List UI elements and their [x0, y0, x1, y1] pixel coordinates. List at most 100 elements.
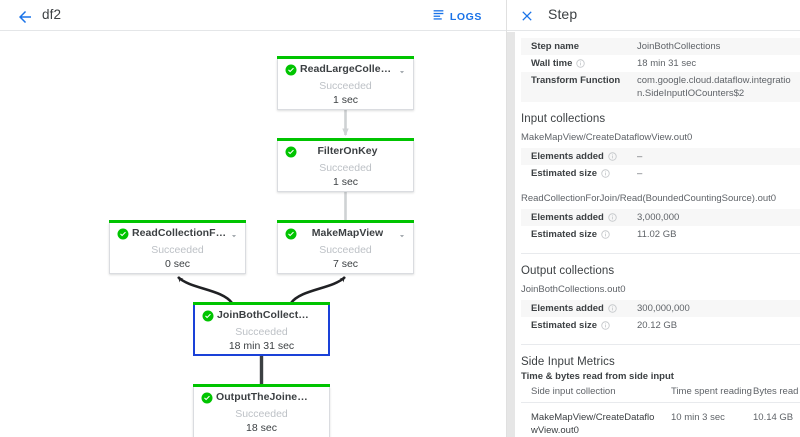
node-status-bar — [193, 384, 330, 387]
panel-scrollbar[interactable] — [507, 32, 515, 437]
table-row: MakeMapView/CreateDataflowView.out0 10 m… — [521, 403, 800, 437]
node-status-text: Succeeded — [235, 408, 288, 420]
side-input-metrics-subtitle: Time & bytes read from side input — [521, 371, 674, 382]
node-label: ReadLargeCollectionFr… — [300, 63, 395, 75]
collection-name: ReadCollectionForJoin/Read(BoundedCounti… — [521, 193, 777, 204]
row-key-label: Step name — [531, 41, 580, 52]
spacer — [521, 182, 800, 192]
logs-button[interactable]: LOGS — [432, 8, 482, 26]
row-key: Elements added — [531, 211, 637, 224]
info-icon[interactable] — [608, 213, 617, 222]
table-header-row: Side input collection Time spent reading… — [521, 386, 800, 403]
back-arrow-icon[interactable] — [16, 8, 34, 26]
success-check-icon — [285, 63, 297, 76]
row-key: Elements added — [531, 302, 637, 315]
node-status-text: Succeeded — [235, 326, 288, 338]
node-status-text: Succeeded — [319, 162, 372, 174]
node-time-text: 0 sec — [164, 258, 191, 270]
table-row: Step name JoinBothCollections — [521, 38, 800, 55]
row-key: Elements added — [531, 150, 637, 163]
job-graph-pane: df2 LOGS — [0, 0, 506, 437]
row-key: Estimated size — [531, 228, 637, 241]
logs-button-label: LOGS — [449, 11, 482, 23]
cell-time-spent-reading: 10 min 3 sec — [671, 412, 725, 423]
chevron-down-icon[interactable] — [397, 228, 407, 238]
table-row: Elements added 3,000,000 — [521, 209, 800, 226]
node-time-text: 18 min 31 sec — [228, 340, 295, 352]
graph-node-filter-on-key[interactable]: FilterOnKey Succeeded 1 sec — [277, 138, 414, 192]
graph-node-read-collection-for-join[interactable]: ReadCollectionForJoin Succeeded 0 sec — [109, 220, 246, 274]
row-key: Wall time — [531, 57, 637, 70]
row-key-label: Wall time — [531, 58, 573, 69]
info-icon[interactable] — [608, 152, 617, 161]
chevron-down-icon[interactable] — [397, 64, 407, 74]
success-check-icon — [285, 227, 297, 240]
logs-icon — [432, 8, 445, 26]
step-details-body: Step name JoinBothCollections Wall time — [515, 32, 800, 437]
row-value: 18 min 31 sec — [637, 58, 697, 69]
node-status-bar — [277, 56, 414, 59]
chevron-down-icon[interactable] — [229, 228, 239, 238]
row-value: 300,000,000 — [637, 303, 690, 314]
pane-divider[interactable] — [506, 0, 507, 437]
divider — [521, 344, 800, 345]
cell-side-input-collection: MakeMapView/CreateDataflowView.out0 — [531, 412, 655, 436]
step-details-pane: Step Step name JoinBothCollections Wall … — [507, 0, 800, 437]
step-panel-header: Step — [507, 0, 800, 31]
node-status-text: Succeeded — [319, 244, 372, 256]
table-row: Elements added 300,000,000 — [521, 300, 800, 317]
info-icon[interactable] — [601, 321, 610, 330]
row-key: Step name — [531, 40, 637, 53]
graph-node-join-both-collections[interactable]: JoinBothCollections Succeeded 18 min 31 … — [193, 302, 330, 356]
step-summary-table: Step name JoinBothCollections Wall time — [521, 38, 800, 102]
info-icon[interactable] — [608, 304, 617, 313]
info-icon[interactable] — [601, 169, 610, 178]
node-time-text: 7 sec — [332, 258, 359, 270]
row-key-label: Estimated size — [531, 229, 597, 240]
node-label: JoinBothCollections — [217, 309, 310, 321]
row-key: Transform Function — [531, 74, 637, 87]
node-status-bar — [277, 138, 414, 141]
info-icon[interactable] — [576, 59, 586, 68]
row-key-label: Elements added — [531, 151, 604, 162]
close-icon[interactable] — [519, 8, 535, 24]
row-value: JoinBothCollections — [637, 41, 721, 52]
node-status-bar — [193, 302, 330, 305]
row-value: 3,000,000 — [637, 212, 680, 223]
row-value: – — [637, 151, 643, 162]
success-check-icon — [202, 309, 214, 322]
input-collection-0-table: Elements added – Estimated size — [521, 148, 800, 182]
job-toolbar: df2 LOGS — [0, 0, 506, 31]
node-status-text: Succeeded — [319, 80, 372, 92]
column-header-side-input-collection: Side input collection — [531, 386, 616, 397]
node-time-text: 18 sec — [246, 422, 277, 434]
section-title-output-collections: Output collections — [521, 265, 615, 277]
graph-node-output-the-joined-collection[interactable]: OutputTheJoinedCollec… Succeeded 18 sec — [193, 384, 330, 437]
success-check-icon — [117, 227, 129, 240]
row-key-label: Elements added — [531, 303, 604, 314]
row-value: com.google.cloud.dataflow.integration.Si… — [637, 75, 791, 99]
node-status-bar — [277, 220, 414, 223]
section-title-side-input-metrics: Side Input Metrics — [521, 356, 615, 368]
node-label: MakeMapView — [311, 227, 384, 239]
row-key: Estimated size — [531, 319, 637, 332]
output-collection-0-table: Elements added 300,000,000 Esti — [521, 300, 800, 334]
row-key-label: Estimated size — [531, 168, 597, 179]
pipeline-graph-canvas[interactable]: ReadLargeCollectionFr… Succeeded 1 sec — [0, 31, 506, 437]
column-header-time-spent-reading: Time spent reading — [671, 386, 752, 397]
table-row: Transform Function com.google.cloud.data… — [521, 72, 800, 102]
cell-bytes-read: 10.14 GB — [753, 412, 794, 423]
row-value: 11.02 GB — [637, 229, 677, 240]
info-icon[interactable] — [601, 230, 610, 239]
table-row: Estimated size 20.12 GB — [521, 317, 800, 334]
graph-node-make-map-view[interactable]: MakeMapView Succeeded 7 sec — [277, 220, 414, 274]
graph-node-read-large-collection[interactable]: ReadLargeCollectionFr… Succeeded 1 sec — [277, 56, 414, 110]
divider — [521, 253, 800, 254]
row-value: 20.12 GB — [637, 320, 678, 331]
node-status-bar — [109, 220, 246, 223]
node-label: ReadCollectionForJoin — [132, 227, 227, 239]
success-check-icon — [285, 145, 297, 158]
row-key: Estimated size — [531, 167, 637, 180]
row-value: – — [637, 168, 643, 179]
node-label: FilterOnKey — [317, 145, 378, 157]
